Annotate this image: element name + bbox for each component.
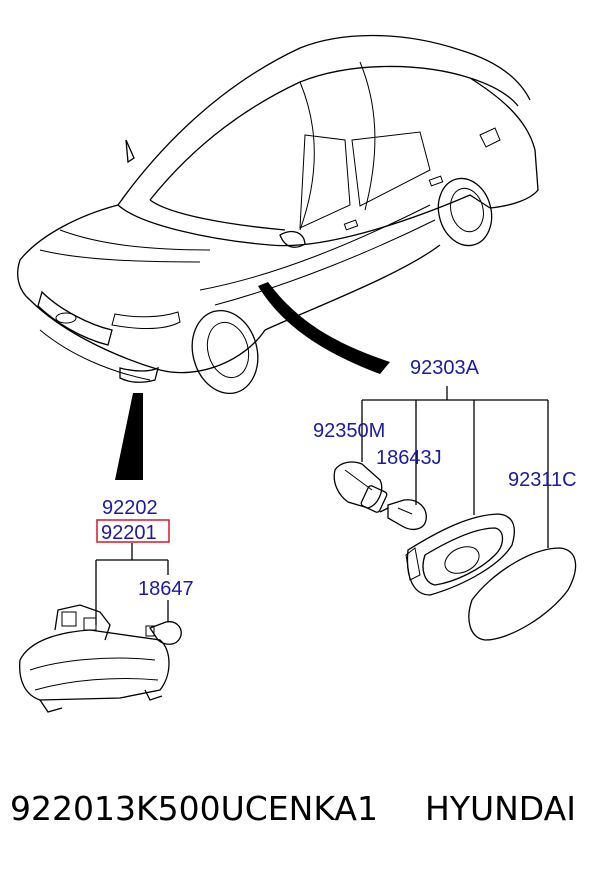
fog-bulb-18647 xyxy=(145,621,182,645)
label-18647[interactable]: 18647 xyxy=(138,578,194,600)
bulb-18643J xyxy=(379,499,427,531)
car-illustration xyxy=(17,34,539,395)
pointer-arrow-side-marker xyxy=(258,282,390,374)
label-92303A[interactable]: 92303A xyxy=(410,357,480,379)
footer-brand: HYUNDAI xyxy=(425,789,576,828)
label-92350M[interactable]: 92350M xyxy=(313,420,385,442)
label-18643J[interactable]: 18643J xyxy=(376,447,442,469)
leader-lines-fog-lamp xyxy=(95,543,169,625)
bulb-socket-92350M xyxy=(333,461,388,513)
fog-lamp-assembly xyxy=(19,604,170,713)
label-92201[interactable]: 92201 xyxy=(101,522,157,544)
label-92202[interactable]: 92202 xyxy=(102,497,158,519)
leader-lines-side-marker xyxy=(361,386,549,548)
label-92311C[interactable]: 92311C xyxy=(508,469,577,491)
footer-part-number: 922013K500UCENKA1 xyxy=(10,789,378,828)
side-marker-lens-92311C xyxy=(468,547,577,641)
pointer-arrow-fog-lamp xyxy=(115,393,143,480)
highlight-box-92201 xyxy=(96,519,170,543)
side-marker-housing xyxy=(405,513,515,596)
